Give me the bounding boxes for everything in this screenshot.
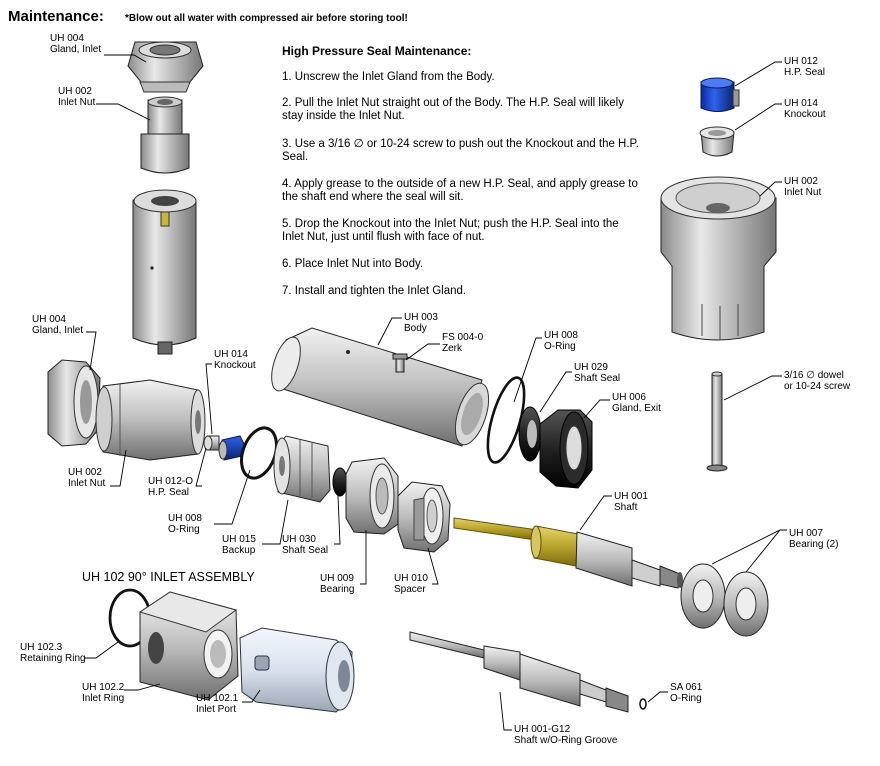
inlet-assembly-body — [132, 189, 197, 355]
gland-exit — [539, 409, 593, 489]
bearing-009 — [345, 457, 399, 535]
storage-note: *Blow out all water with compressed air … — [125, 13, 408, 24]
page-title: Maintenance: — [8, 8, 104, 25]
body-tube — [271, 327, 490, 447]
procedure-step: 4. Apply grease to the outside of a new … — [282, 178, 638, 203]
oring-sa061 — [639, 698, 647, 710]
procedure-title: High Pressure Seal Maintenance: — [282, 44, 472, 58]
shaft-seal-029 — [518, 406, 542, 462]
inlet-nut-mid — [95, 379, 206, 461]
procedure-step: 6. Place Inlet Nut into Body. — [282, 258, 424, 270]
leader-lines — [84, 54, 787, 731]
hp-seal-right — [700, 77, 740, 112]
inlet-port-102-1 — [239, 627, 355, 713]
assembly-title: UH 102 90° INLET ASSEMBLY — [82, 570, 255, 584]
dowel-pin — [706, 371, 728, 472]
knockout-mid — [203, 435, 220, 451]
gland-inlet-top — [127, 41, 204, 93]
procedure-step: 3. Use a 3/16 ∅ or 10-24 screw to push o… — [282, 138, 639, 163]
spacer-010 — [397, 481, 451, 553]
procedure-step: 7. Install and tighten the Inlet Gland. — [282, 285, 467, 297]
backup-shaft-seal-mid — [273, 435, 331, 503]
inlet-ring-102-2 — [138, 591, 239, 701]
inlet-nut-top — [140, 96, 190, 174]
procedure-step: 1. Unscrew the Inlet Gland from the Body… — [282, 71, 495, 83]
zerk-fitting — [392, 353, 408, 373]
inlet-nut-right — [660, 176, 777, 341]
bearing-007 — [680, 563, 769, 637]
shaft-seal-030 — [332, 467, 348, 497]
procedure-step: 2. Pull the Inlet Nut straight out of th… — [282, 97, 624, 122]
knockout-right — [699, 126, 735, 157]
shaft-g12 — [409, 631, 629, 713]
gland-inlet-mid — [47, 359, 101, 447]
shaft-001 — [453, 517, 683, 589]
procedure-step: 5. Drop the Knockout into the Inlet Nut;… — [282, 218, 619, 243]
